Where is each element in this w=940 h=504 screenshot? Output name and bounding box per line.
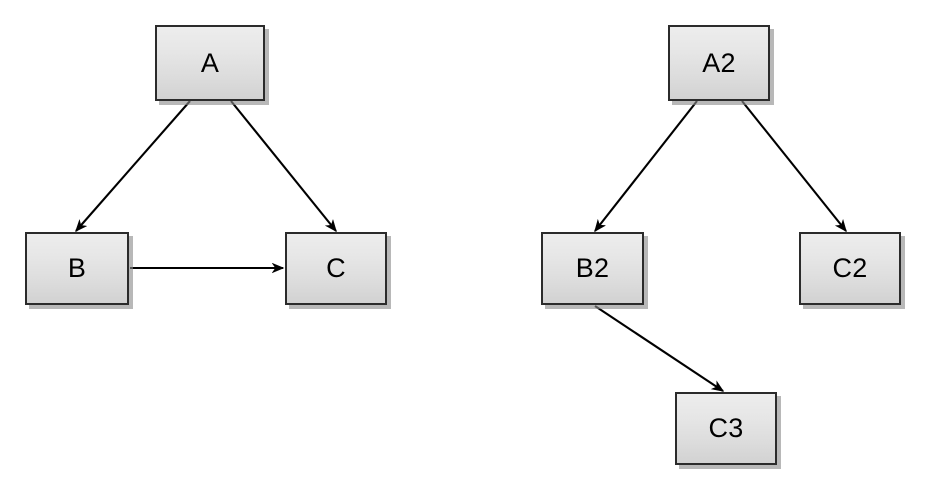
node-b2[interactable]: B2 xyxy=(541,232,644,305)
node-a-label: A xyxy=(200,47,220,78)
node-a2[interactable]: A2 xyxy=(668,25,770,101)
edge-a2-b2 xyxy=(595,100,698,231)
node-a[interactable]: A xyxy=(155,25,265,101)
node-c[interactable]: C xyxy=(285,232,387,305)
node-b-label: B xyxy=(67,253,87,283)
node-a2-label: A2 xyxy=(702,47,736,78)
node-c3-label: C3 xyxy=(708,413,744,443)
node-b[interactable]: B xyxy=(25,232,129,305)
edge-a2-c2 xyxy=(741,100,846,231)
node-c2[interactable]: C2 xyxy=(799,232,901,305)
node-c3[interactable]: C3 xyxy=(675,392,777,465)
edge-a-b xyxy=(76,100,191,231)
edge-a-c xyxy=(230,100,336,231)
node-c2-label: C2 xyxy=(832,253,868,283)
node-b2-label: B2 xyxy=(575,253,610,283)
edge-b2-c3 xyxy=(594,305,723,392)
node-c-label: C xyxy=(326,253,346,283)
